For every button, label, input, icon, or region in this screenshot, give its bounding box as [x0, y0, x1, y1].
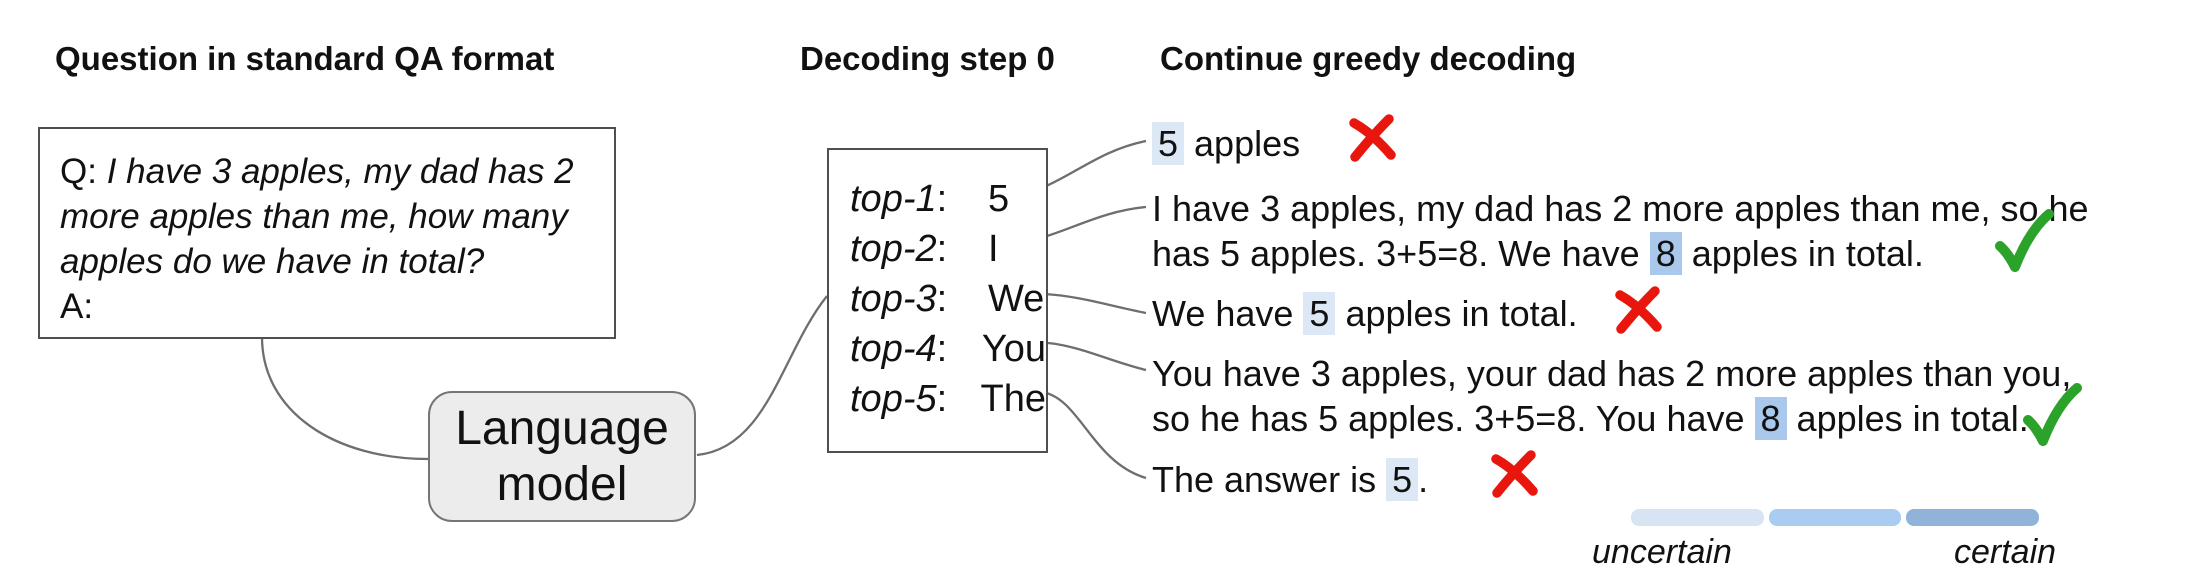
- legend-label-uncertain: uncertain: [1592, 533, 1732, 571]
- continuation-text: has 5 apples. 3+5=8. We have: [1152, 233, 1650, 274]
- decoding-row-4: top-4: You: [829, 324, 1046, 374]
- continuation-text: .: [1418, 459, 1429, 500]
- continuation-row-1: 5 apples: [1152, 121, 1300, 166]
- legend-segment-certain: [1906, 509, 2040, 526]
- rank-separator: :: [936, 327, 948, 370]
- continuation-text: I have 3 apples, my dad has 2 more apple…: [1152, 188, 2089, 229]
- continuation-text: apples in total.: [1786, 398, 2029, 439]
- language-model-node: Language model: [428, 391, 696, 522]
- continuation-text: The answer is: [1152, 459, 1387, 500]
- rank-label: top-3: [850, 277, 937, 320]
- incorrect-mark-icon: [1344, 110, 1400, 164]
- connector-top5-to-row5: [1041, 390, 1147, 480]
- highlighted-token: 5: [1386, 458, 1419, 501]
- continuation-row-3: We have 5 apples in total.: [1152, 291, 1578, 336]
- highlighted-token: 5: [1152, 122, 1185, 165]
- decoding-row-5: top-5: The: [829, 374, 1046, 424]
- connector-top3-to-row3: [1043, 292, 1147, 315]
- answer-prefix: A:: [60, 287, 94, 326]
- continuation-text: apples in total.: [1681, 233, 1924, 274]
- continuation-row-4: You have 3 apples, your dad has 2 more a…: [1152, 351, 2071, 441]
- token-top4: You: [981, 327, 1046, 370]
- question-section-title: Question in standard QA format: [55, 40, 555, 77]
- continuation-text: You have 3 apples, your dad has 2 more a…: [1152, 353, 2072, 394]
- continuation-row-2: I have 3 apples, my dad has 2 more apple…: [1152, 186, 2089, 276]
- rank-label: top-5: [850, 377, 937, 420]
- legend-segment-uncertain: [1631, 509, 1764, 526]
- rank-label: top-1: [850, 177, 937, 220]
- rank-separator: :: [936, 177, 948, 220]
- rank-label: top-4: [850, 327, 937, 370]
- connector-question-to-model: [260, 336, 429, 461]
- rank-separator: :: [936, 227, 948, 270]
- rank-separator: :: [936, 277, 948, 320]
- continuation-text: apples: [1184, 123, 1301, 164]
- rank-separator: :: [936, 377, 948, 420]
- legend-label-certain: certain: [1954, 533, 2057, 571]
- continuation-row-5: The answer is 5.: [1152, 457, 1428, 502]
- question-box: Q: I have 3 apples, my dad has 2 more ap…: [38, 127, 616, 339]
- highlighted-token: 8: [1649, 232, 1682, 275]
- continuation-text: We have: [1152, 293, 1304, 334]
- decoding-row-3: top-3: We: [829, 274, 1046, 324]
- question-prefix: Q:: [60, 152, 107, 191]
- highlighted-token: 8: [1754, 397, 1787, 440]
- rank-label: top-2: [850, 227, 937, 270]
- confidence-legend-bar: [1631, 509, 2040, 526]
- incorrect-mark-icon: [1610, 282, 1666, 336]
- question-text: I have 3 apples, my dad has 2 more apple…: [60, 152, 574, 281]
- token-top5: The: [980, 377, 1046, 420]
- correct-mark-icon: [1994, 208, 2054, 274]
- highlighted-token: 5: [1303, 292, 1336, 335]
- decoding-step-box: top-1: 5 top-2: I top-3: We top-4: You t…: [827, 148, 1048, 453]
- token-top1: 5: [988, 177, 1010, 220]
- incorrect-mark-icon: [1486, 446, 1542, 500]
- legend-segment-mid: [1768, 509, 1902, 526]
- continuation-text: so he has 5 apples. 3+5=8. You have: [1152, 398, 1755, 439]
- correct-mark-icon: [2022, 382, 2082, 448]
- decoding-row-1: top-1: 5: [829, 174, 1046, 224]
- connector-top4-to-row4: [1047, 341, 1147, 372]
- decoding-row-2: top-2: I: [829, 224, 1046, 274]
- token-top2: I: [988, 227, 999, 270]
- decoding-section-title: Decoding step 0: [800, 40, 1055, 77]
- continuation-text: apples in total.: [1335, 293, 1578, 334]
- continue-section-title: Continue greedy decoding: [1160, 40, 1577, 77]
- token-top3: We: [988, 277, 1045, 320]
- connector-model-to-decoding: [696, 295, 828, 457]
- language-model-label: Language model: [455, 401, 669, 511]
